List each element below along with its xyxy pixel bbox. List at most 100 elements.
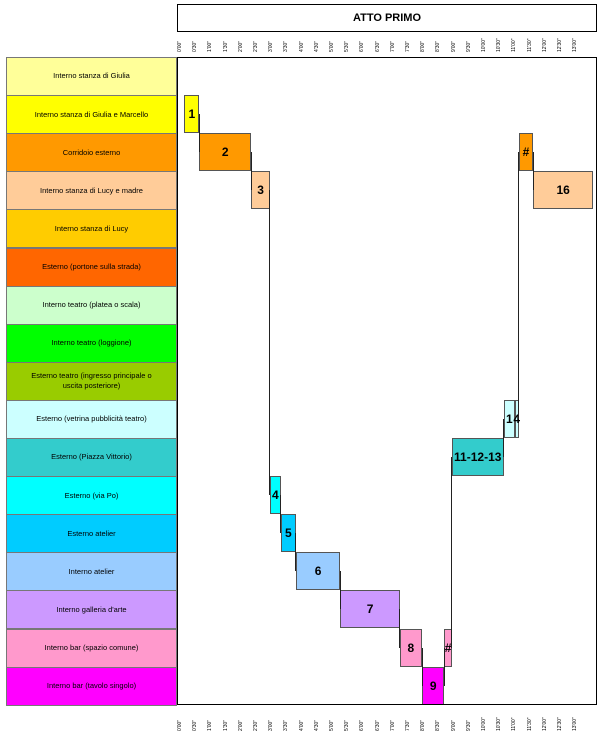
- time-tick-label: 3'30": [283, 719, 290, 731]
- scene-number: 1: [188, 107, 196, 122]
- scene-block: 5: [280, 514, 296, 553]
- time-tick-label: 4'30": [313, 719, 320, 731]
- scene-block: 8: [399, 628, 423, 667]
- time-tick-label: 0'00": [177, 719, 183, 731]
- location-label: Interno stanza di Giulia: [6, 57, 177, 97]
- scene-number: 9: [429, 678, 437, 693]
- location-label: Corridoio esterno: [6, 133, 177, 173]
- scene-block: 6: [295, 552, 341, 591]
- scene-connector: [443, 647, 445, 686]
- time-tick-label: 0'00": [177, 40, 183, 52]
- time-tick-label: 6'00": [359, 719, 366, 731]
- scene-connector: [269, 190, 271, 496]
- time-tick-label: 5'00": [329, 40, 335, 52]
- time-tick-label: 11'00": [511, 717, 518, 731]
- location-label: Interno teatro (loggione): [6, 323, 177, 363]
- scene-number: 2: [221, 145, 229, 160]
- location-label: Interno bar (tavolo singolo): [6, 666, 177, 706]
- scene-block: 1: [184, 95, 200, 134]
- scene-block: 16: [533, 171, 593, 210]
- time-tick-label: 6'30": [374, 40, 381, 52]
- time-tick-label: 2'00": [237, 719, 244, 731]
- time-tick-label: 2'30": [253, 719, 259, 731]
- scene-number: 1: [505, 411, 513, 426]
- location-label: Esterno (Piazza Vittorio): [6, 438, 177, 478]
- location-label: Esterno (via Po): [6, 476, 177, 516]
- time-tick-label: 6'30": [374, 719, 381, 731]
- time-tick-label: 9'30": [465, 40, 472, 52]
- time-tick-label: 2'00": [237, 40, 244, 52]
- location-label: Interno stanza di Lucy e madre: [6, 171, 177, 211]
- time-tick-label: 13'00": [572, 717, 579, 731]
- time-tick-label: 4'30": [313, 40, 320, 52]
- scene-block: #: [518, 133, 534, 172]
- time-tick-label: 10'30": [496, 38, 503, 52]
- location-label: Interno stanza di Lucy: [6, 209, 177, 249]
- time-tick-label: 12'30": [557, 38, 563, 52]
- scene-number: 4: [272, 488, 279, 503]
- location-label: Interno atelier: [6, 552, 177, 592]
- time-tick-label: 9'30": [465, 719, 472, 731]
- time-tick-label: 10'30": [496, 717, 503, 731]
- scene-connector: [280, 495, 282, 534]
- scene-connector: [518, 152, 520, 419]
- scene-block: 4: [269, 476, 281, 515]
- time-tick-label: 8'00": [420, 40, 427, 52]
- time-tick-label: 0'30": [192, 40, 199, 52]
- location-label: Esterno atelier: [6, 514, 177, 554]
- scene-connector: [339, 571, 341, 610]
- location-label: Esterno (portone sulla strada): [6, 247, 177, 287]
- time-tick-label: 7'00": [389, 719, 396, 731]
- time-tick-label: 5'30": [344, 40, 351, 52]
- time-tick-label: 0'30": [192, 719, 199, 731]
- scene-connector: [421, 647, 423, 686]
- time-tick-label: 6'00": [359, 40, 366, 52]
- time-tick-label: 8'30": [435, 40, 442, 52]
- location-label: Interno galleria d'arte: [6, 590, 177, 630]
- time-tick-label: 5'00": [329, 719, 335, 731]
- scene-number: 11-12-13: [454, 450, 502, 465]
- time-tick-label: 10'00": [481, 38, 487, 52]
- act-title: ATTO PRIMO: [177, 4, 597, 32]
- time-tick-label: 8'30": [435, 719, 442, 731]
- time-tick-label: 12'00": [541, 717, 548, 731]
- time-tick-label: 5'30": [344, 719, 351, 731]
- scene-connector: [295, 533, 297, 572]
- time-tick-label: 9'00": [450, 719, 457, 731]
- scene-number: #: [522, 145, 530, 160]
- scene-connector: [532, 152, 534, 191]
- scene-block: 1: [503, 399, 515, 438]
- time-tick-label: 11'00": [511, 38, 518, 52]
- time-tick-label: 4'00": [298, 40, 305, 52]
- location-label: Interno stanza di Giulia e Marcello: [6, 95, 177, 135]
- time-tick-label: 11'30": [526, 717, 533, 731]
- time-tick-label: 12'00": [541, 38, 548, 52]
- scene-block: 2: [199, 133, 252, 172]
- scene-connector: [198, 114, 200, 153]
- location-label: Esterno teatro (ingresso principale o us…: [6, 361, 177, 401]
- time-tick-label: 13'00": [572, 38, 579, 52]
- scene-number: 8: [407, 640, 415, 655]
- scene-connector: [399, 609, 401, 648]
- location-label: Interno teatro (platea o scala): [6, 285, 177, 325]
- scene-number: 16: [556, 183, 570, 198]
- time-tick-label: 7'00": [389, 40, 396, 52]
- location-label: Interno bar (spazio comune): [6, 628, 177, 668]
- scene-block: 11-12-13: [451, 438, 504, 477]
- scene-connector: [451, 457, 453, 648]
- time-tick-label: 10'00": [481, 717, 487, 731]
- time-tick-label: 1'00": [207, 40, 214, 52]
- scene-block: 3: [251, 171, 270, 210]
- scene-block: 9: [422, 666, 445, 705]
- scene-number: 7: [366, 602, 374, 617]
- time-tick-label: 3'00": [268, 40, 275, 52]
- time-tick-label: 7'30": [405, 719, 411, 731]
- time-tick-label: 1'30": [222, 40, 229, 52]
- time-tick-label: 11'30": [526, 38, 533, 52]
- time-tick-label: 2'30": [253, 40, 259, 52]
- location-label: Esterno (vetrina pubblicità teatro): [6, 399, 177, 439]
- scene-block: 7: [340, 590, 400, 629]
- time-tick-label: 8'00": [420, 719, 427, 731]
- scene-connector: [250, 152, 252, 191]
